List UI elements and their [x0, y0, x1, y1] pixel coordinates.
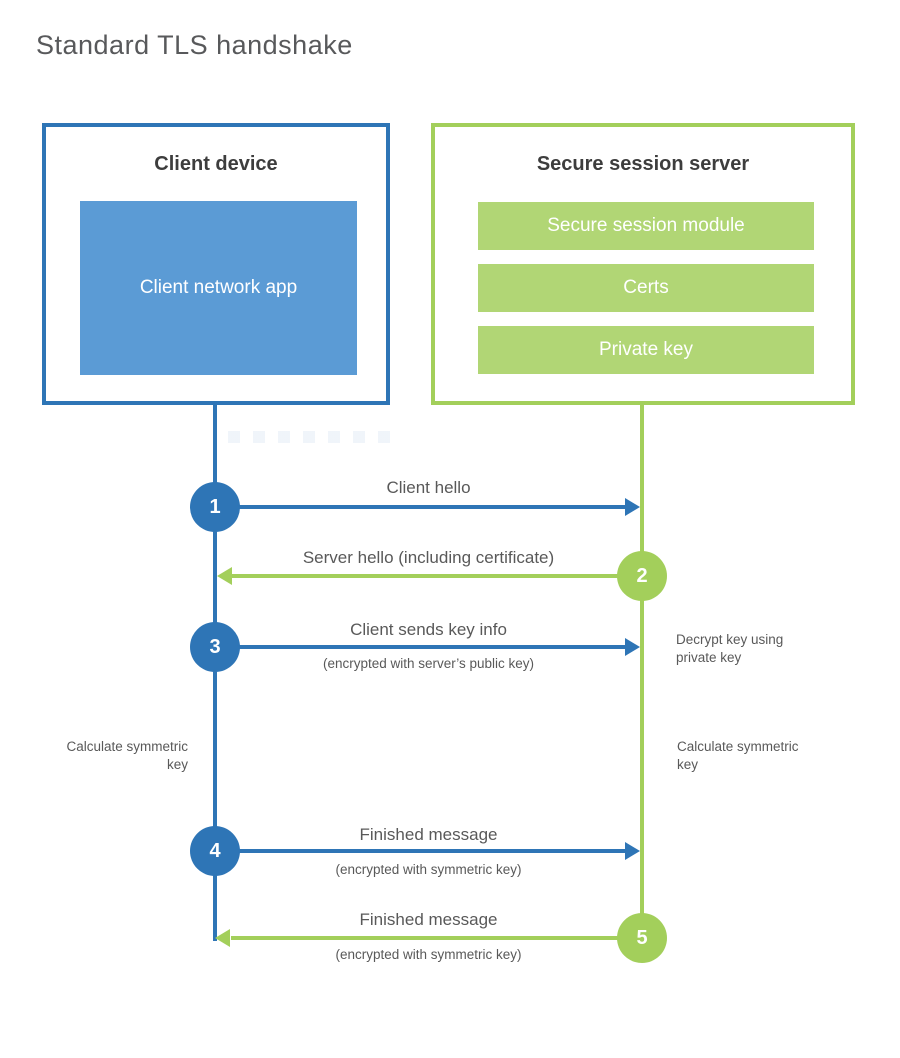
arrowhead-right-icon [625, 638, 640, 656]
message-arrow-2 [231, 574, 642, 578]
client-lifeline [213, 405, 217, 941]
message-arrow-3 [215, 645, 626, 649]
arrowhead-right-icon [625, 498, 640, 516]
message-arrow-4 [215, 849, 626, 853]
faint-dash-pattern [228, 431, 392, 443]
message-arrow-5 [231, 936, 642, 940]
arrowhead-left-icon [215, 929, 230, 947]
client-network-app-box: Client network app [80, 201, 357, 375]
arrowhead-left-icon [217, 567, 232, 585]
message-sublabel-4: (encrypted with symmetric key) [335, 862, 522, 877]
message-label-1: Client hello [386, 478, 471, 497]
step-badge-5: 5 [617, 913, 667, 963]
client-network-app-label: Client network app [139, 277, 298, 299]
step-badge-2: 2 [617, 551, 667, 601]
message-label-4: Finished message [359, 825, 498, 844]
arrowhead-right-icon [625, 842, 640, 860]
step-badge-3: 3 [190, 622, 240, 672]
client-device-title: Client device [154, 153, 278, 175]
server-title: Secure session server [536, 153, 750, 175]
step-badge-4: 4 [190, 826, 240, 876]
server-module-secure-session: Secure session module [478, 202, 814, 250]
note-calculate-symmetric-key-left: Calculate symmetric key [66, 739, 188, 773]
message-sublabel-3: (encrypted with server’s public key) [322, 656, 535, 671]
note-decrypt-key: Decrypt key using private key [676, 632, 784, 666]
server-lifeline [640, 405, 644, 950]
server-module-private-key: Private key [478, 326, 814, 374]
message-label-5: Finished message [359, 910, 498, 929]
message-label-3: Client sends key info [350, 620, 507, 639]
step-badge-1: 1 [190, 482, 240, 532]
message-label-2: Server hello (including certificate) [302, 548, 555, 567]
client-device-box: Client device Client network app [42, 123, 390, 405]
server-module-certs: Certs [478, 264, 814, 312]
message-arrow-1 [215, 505, 626, 509]
server-box: Secure session server Secure session mod… [431, 123, 855, 405]
message-sublabel-5: (encrypted with symmetric key) [335, 947, 522, 962]
page-title: Standard TLS handshake [36, 30, 353, 60]
note-calculate-symmetric-key-right: Calculate symmetric key [677, 739, 799, 773]
